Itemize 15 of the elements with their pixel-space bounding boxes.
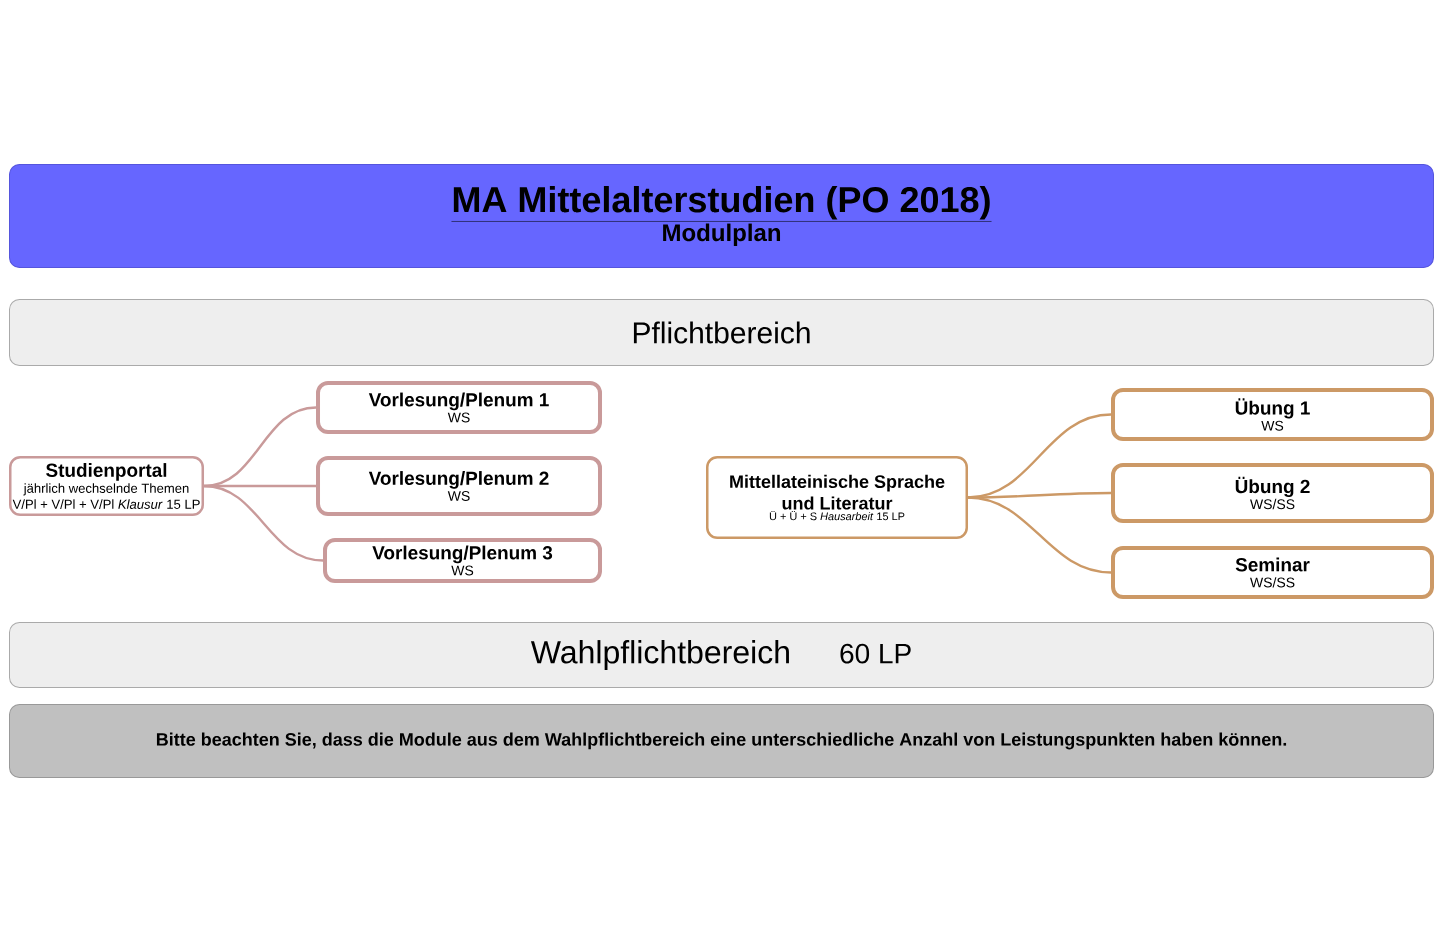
module-box: Studienportal jährlich wechselnde Themen V/Pl + V/Pl + V/Pl Klausur 15 LP <box>9 456 205 516</box>
section-band: Wahlpflichtbereich 60 LP <box>9 622 1434 688</box>
course-box: Vorlesung/Plenum 3 WS <box>323 538 602 583</box>
course-box: Vorlesung/Plenum 1 WS <box>316 381 602 434</box>
section-band: Pflichtbereich <box>9 299 1434 366</box>
course-box: Übung 2 WS/SS <box>1111 463 1435 523</box>
course-box: Seminar WS/SS <box>1111 546 1435 599</box>
course-box: Übung 1 WS <box>1111 388 1435 441</box>
note-band: Bitte beachten Sie, dass die Module aus dem Wahlpflichtbereich eine unterschiedliche Anzahl von Leistungspunkten haben können. <box>9 704 1434 778</box>
connector <box>203 484 324 562</box>
course-box: Vorlesung/Plenum 2 WS <box>316 456 602 516</box>
connector <box>967 496 1112 574</box>
module-box: Mittellateinische Sprache und Literatur Ü + Ü + S Hausarbeit 15 LP <box>706 456 968 539</box>
title-banner: MA Mittelalterstudien (PO 2018) Modulplan <box>9 164 1434 268</box>
connector <box>968 491 1112 499</box>
